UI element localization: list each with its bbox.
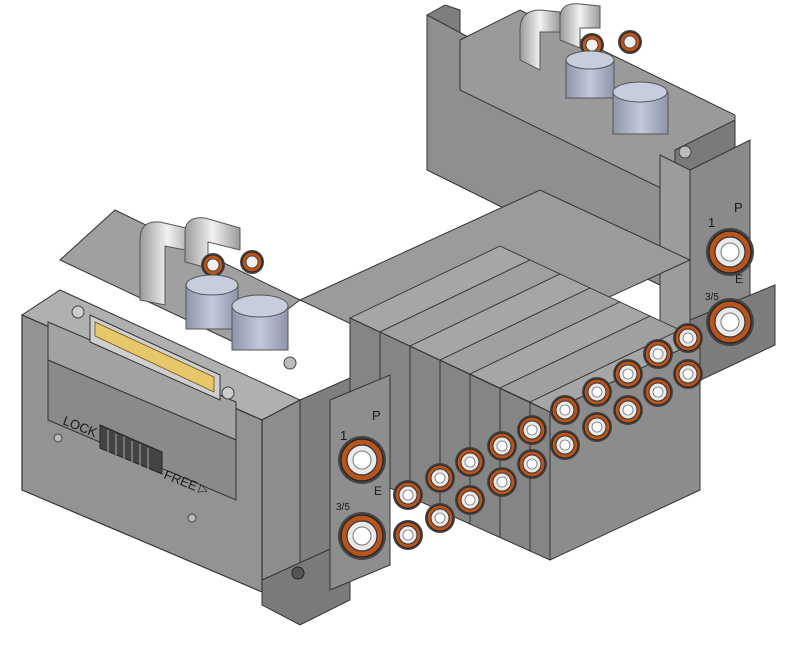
output-fitting-icon <box>642 376 674 408</box>
left-port-1-label: 1 <box>340 428 347 443</box>
output-fitting-icon <box>549 394 581 426</box>
left-port-35-label: 3/5 <box>336 502 350 513</box>
output-fitting-icon <box>486 430 518 462</box>
screw-icon <box>283 356 297 370</box>
output-fitting-icon <box>424 502 456 534</box>
output-fitting-icon <box>392 519 424 551</box>
elbow-tube-icon <box>184 217 241 269</box>
right-port-e-label: E <box>735 272 743 286</box>
output-fitting-icon <box>454 446 486 478</box>
output-fitting-icon <box>672 322 704 354</box>
valve-slices <box>348 245 702 413</box>
screw-icon <box>53 433 63 443</box>
left-end-block: LOCK FREE ▷ 1 P 3/5 E <box>20 209 391 626</box>
screw-icon <box>187 513 197 523</box>
screw-icon <box>678 145 692 159</box>
output-fitting-icon <box>642 338 674 370</box>
output-fitting-icon <box>424 462 456 494</box>
elbow-tube-icon <box>519 9 561 71</box>
output-fitting-icon <box>454 484 486 516</box>
right-exhaust-fitting-icon <box>705 297 755 347</box>
output-fitting-icon <box>581 376 613 408</box>
output-fitting-icon <box>581 411 613 443</box>
output-fitting-icon <box>549 429 581 461</box>
tube-fitting-icon <box>617 29 643 55</box>
right-supply-fitting-icon <box>705 227 755 277</box>
output-fitting-icon <box>392 479 424 511</box>
left-port-e-label: E <box>374 484 382 498</box>
output-fitting-icon <box>516 414 548 446</box>
output-fitting-icon <box>612 394 644 426</box>
right-top-accessories <box>519 3 669 135</box>
tube-fitting-icon <box>239 249 265 275</box>
tube-fitting-icon <box>200 252 226 278</box>
right-port-p-label: P <box>734 200 743 215</box>
left-exhaust-fitting-icon <box>337 511 387 561</box>
elbow-tube-icon <box>559 3 601 49</box>
output-fitting-icon <box>516 448 548 480</box>
left-top-accessories <box>139 217 297 370</box>
screw-icon <box>71 305 85 319</box>
right-port-35-label: 3/5 <box>705 292 719 303</box>
right-port-1-label: 1 <box>708 215 715 230</box>
left-port-p-label: P <box>372 408 381 423</box>
output-fitting-icon <box>612 358 644 390</box>
screw-icon <box>221 386 235 400</box>
left-supply-fitting-icon <box>337 435 387 485</box>
output-fitting-icon <box>486 466 518 498</box>
output-fitting-icon <box>672 358 704 390</box>
